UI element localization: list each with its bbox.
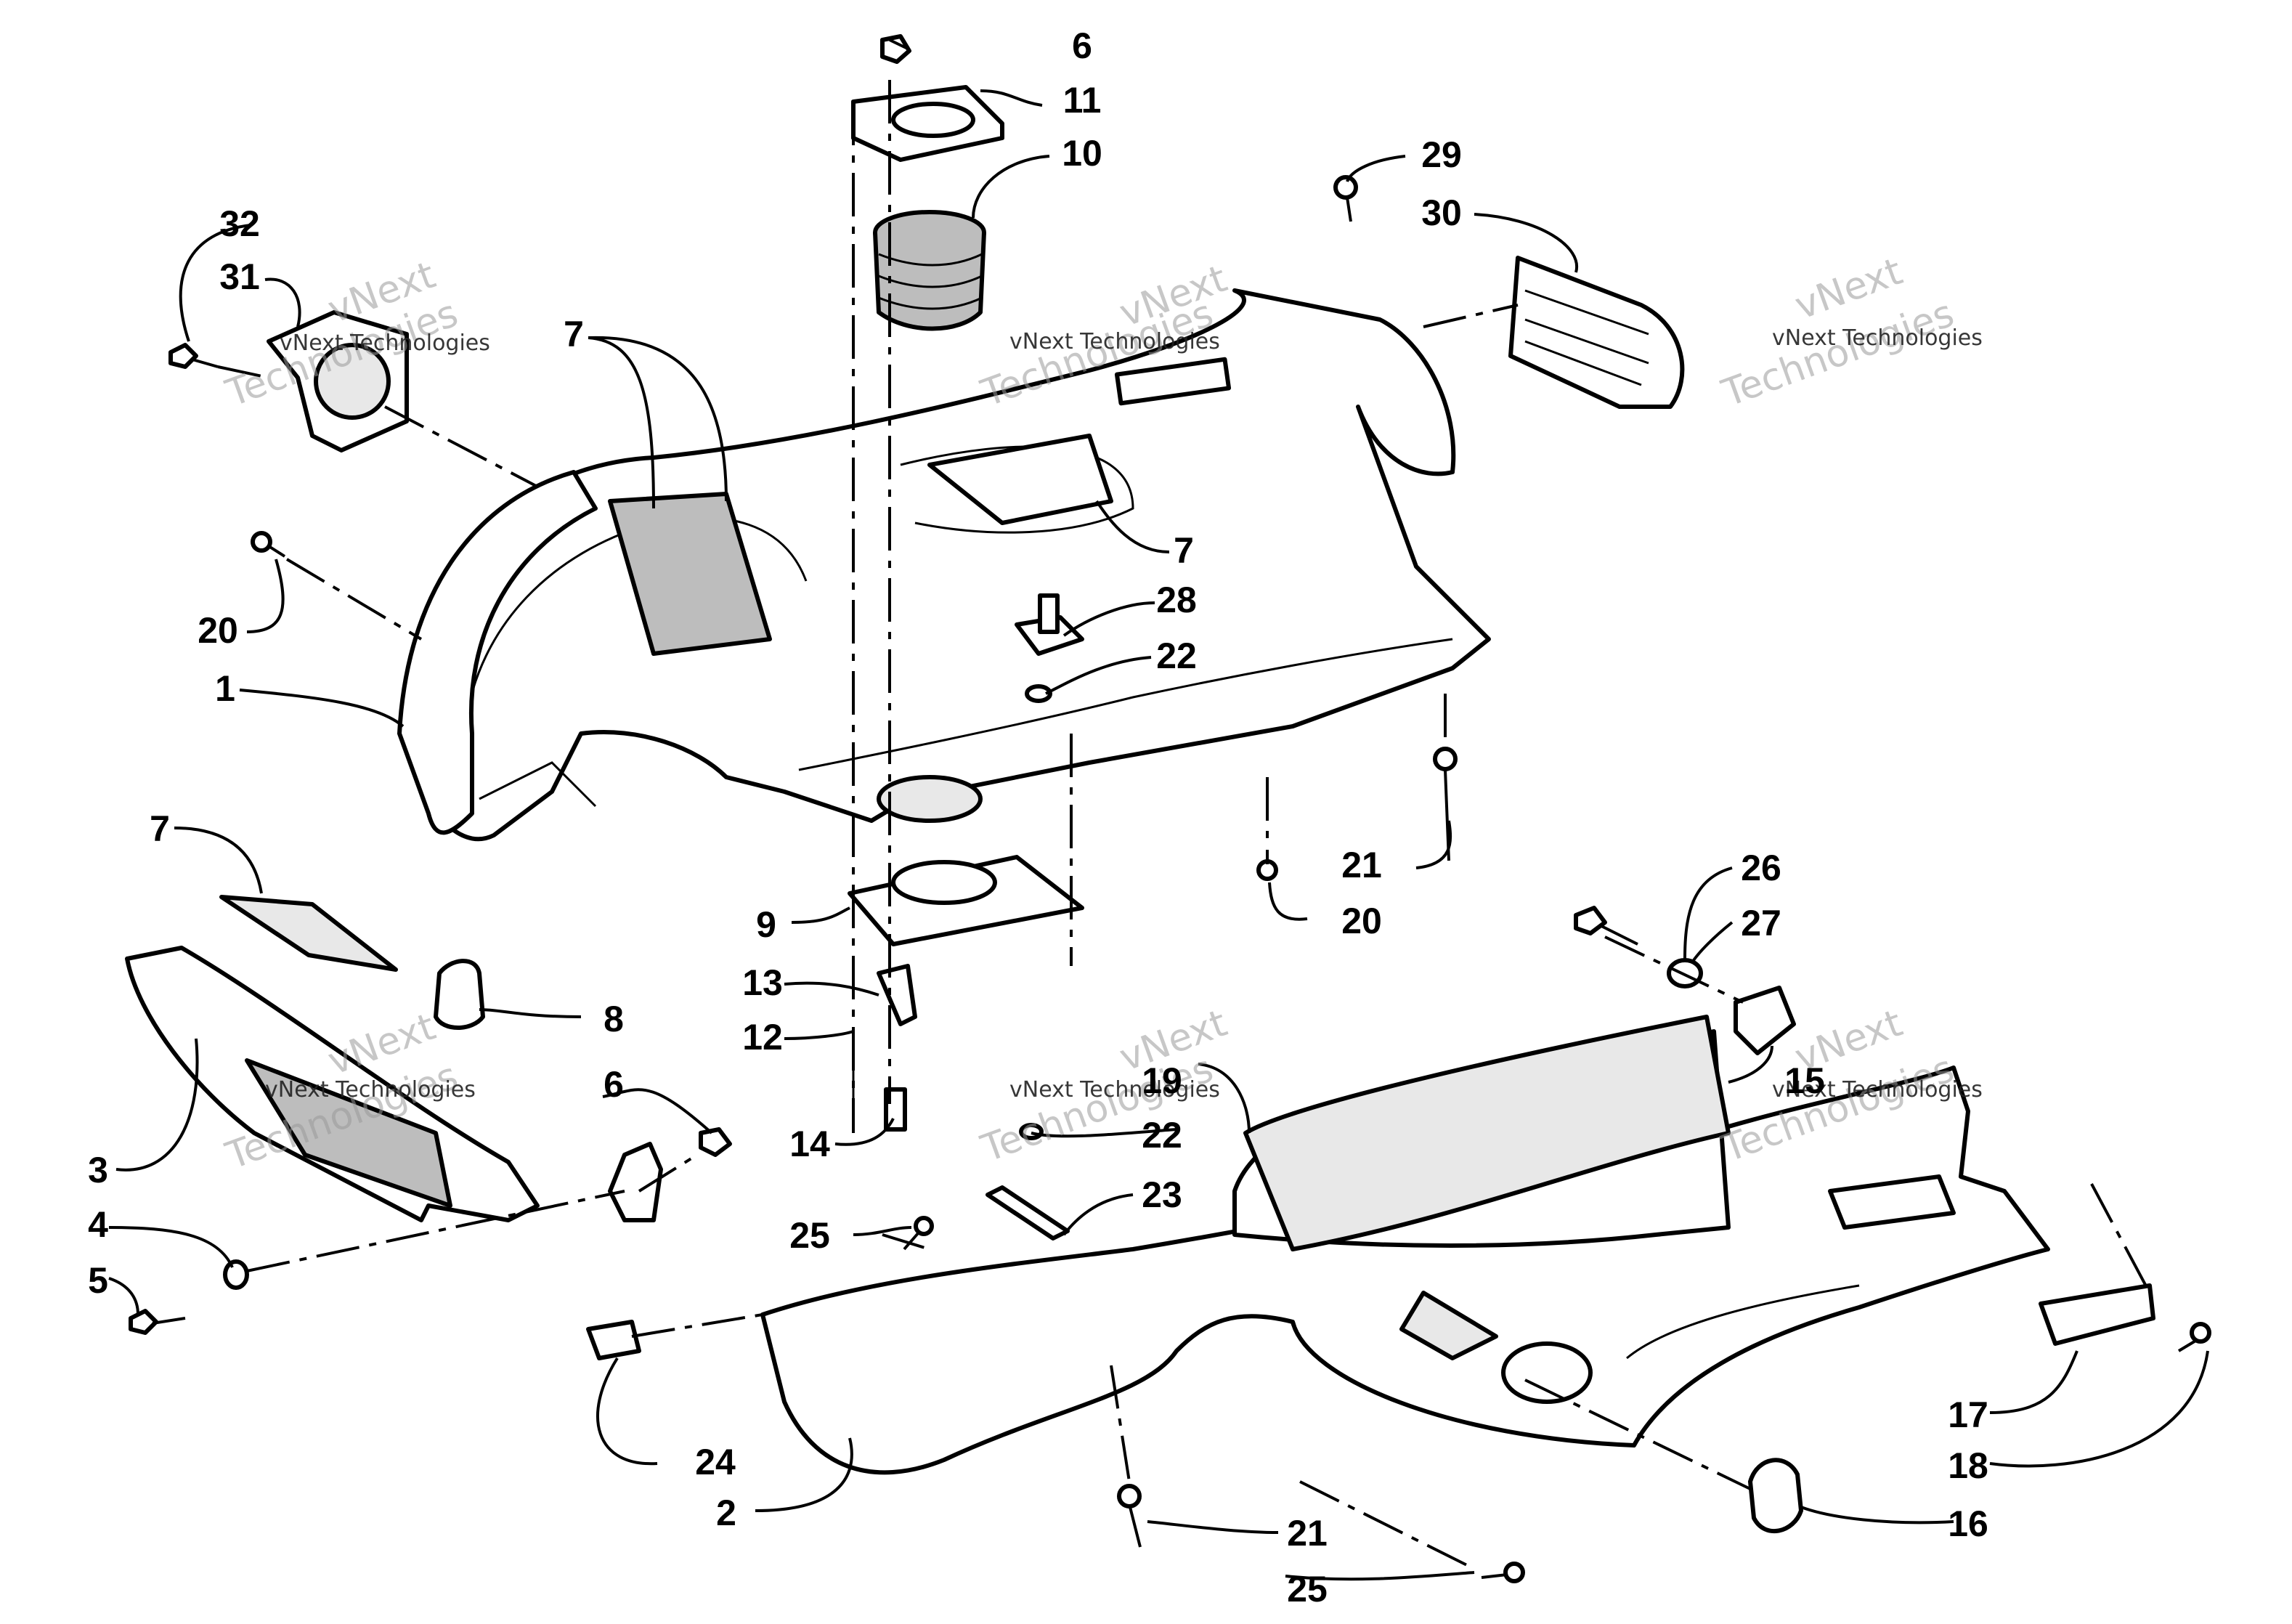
callout-11: 11 [1063,80,1102,121]
callout-21-lower: 21 [1287,1513,1328,1554]
callout-6-upper: 6 [1072,25,1092,66]
clip-24 [586,1320,641,1360]
callout-32: 32 [219,203,260,244]
rivet-21-lower [1117,1484,1142,1548]
callout-7-upper: 7 [564,314,584,354]
plug [1748,1458,1803,1533]
callout-10: 10 [1062,133,1102,174]
callout-24: 24 [695,1442,736,1482]
watermark-small-1: vNext Technologies [280,330,490,356]
watermark-small-6: vNext Technologies [1772,1077,1983,1103]
seat-pad [1243,1015,1731,1251]
callout-14: 14 [789,1124,830,1164]
callout-25-upper: 25 [789,1215,830,1256]
callout-26: 26 [1741,848,1781,888]
belly-pan-upper [405,288,1491,842]
callout-17: 17 [1948,1394,1988,1435]
callout-4: 4 [88,1204,108,1245]
screw-25-upper [903,1216,934,1251]
callout-15: 15 [1784,1060,1825,1101]
callout-28: 29 [1421,134,1462,175]
standoff-post [1038,593,1060,634]
callout-20-lower: 20 [1341,901,1382,941]
bracket [877,964,917,1026]
grommet [873,210,986,331]
watermark-big-5b: Technologies [975,1047,1219,1172]
callout-18: 18 [1948,1445,1988,1486]
callout-1: 1 [215,668,235,709]
top-plate-hole [891,102,975,138]
watermark-small-3: vNext Technologies [1772,325,1983,351]
bolt-5 [129,1309,186,1335]
lower-plate-ring [891,860,997,905]
callout-31: 31 [219,256,260,297]
nut-6-lower [699,1127,732,1157]
rivet-21-upper [1433,747,1458,861]
callout-9: 9 [756,904,776,945]
leader-lines [108,38,2209,1581]
callout-12: 12 [742,1017,783,1057]
callout-20-upper: 20 [198,610,238,651]
screw-25-lower [1481,1562,1525,1583]
callout-7-left: 7 [150,808,170,849]
washer-4 [223,1259,249,1290]
callout-5: 5 [88,1260,108,1301]
callout-19: 19 [1142,1060,1182,1101]
headlight-shroud [125,946,540,1222]
assembly-lines [217,80,2151,1570]
bolt-26 [1574,906,1638,946]
left-side-panel [397,470,598,835]
callout-22-upper: 22 [1156,636,1197,676]
watermark-small-5: vNext Technologies [1009,1077,1220,1103]
gauge-housing [267,310,409,452]
mount-bracket [608,1142,663,1222]
screw-20-upper [251,531,286,558]
callout-7-center: 7 [1174,530,1194,571]
clip-8 [434,959,485,1030]
callout-labels: 6 11 10 29 30 32 31 7 7 20 1 28 22 21 20… [88,25,1988,1609]
bolt-32 [168,343,219,369]
callout-22-lower: 22 [1142,1115,1182,1156]
bracket-15 [1734,986,1796,1055]
screw-28 [1333,175,1358,222]
callout-30: 28 [1156,580,1197,620]
watermark-small-2: vNext Technologies [1009,329,1220,354]
decal-left [219,895,398,972]
screw-20-lower [1256,850,1278,881]
callout-13: 13 [742,962,783,1003]
callout-29: 30 [1421,192,1462,233]
pad-23 [986,1185,1070,1241]
vent-louver [1508,256,1685,409]
callout-21-upper: 21 [1341,845,1382,885]
nut-6-upper [880,34,911,64]
callout-8: 8 [604,999,624,1039]
callout-23: 23 [1142,1174,1182,1215]
callout-2: 2 [716,1493,736,1533]
callout-6-lower: 6 [604,1064,624,1105]
screw-18 [2177,1322,2211,1352]
callout-3: 3 [88,1150,108,1190]
watermark-small-4: vNext Technologies [265,1077,476,1103]
callout-27: 27 [1741,903,1781,943]
washer-22 [1025,684,1052,703]
callout-25-lower: 25 [1287,1569,1328,1609]
reflector [2039,1283,2155,1346]
callout-16: 16 [1948,1503,1988,1544]
